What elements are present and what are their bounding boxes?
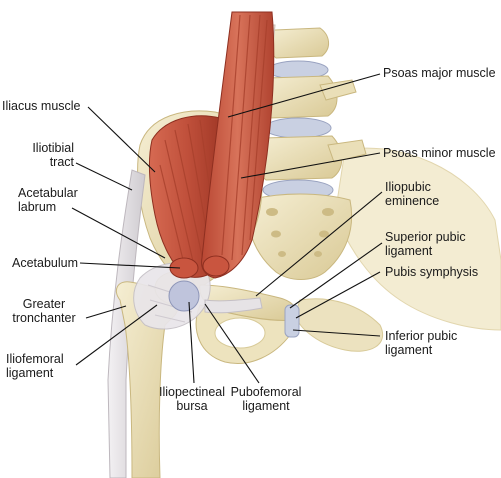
- psoas-major-muscle: [201, 11, 275, 279]
- label-pubofemoral-line2: ligament: [242, 399, 290, 413]
- label-psoas-minor-text: Psoas minor muscle: [383, 146, 496, 160]
- label-pubis-symphysis: Pubis symphysis: [385, 265, 478, 279]
- label-inferior-pubic-line2: ligament: [385, 343, 433, 357]
- label-iliotibial-tract: Iliotibial tract: [10, 141, 74, 169]
- label-iliopubic-line2: eminence: [385, 194, 440, 208]
- leader-psoas-minor: [240, 152, 381, 179]
- label-acetabular-labrum-line1: Acetabular: [18, 186, 78, 200]
- label-iliotibial-line2: tract: [49, 155, 74, 169]
- leader-acetabular-labrum: [71, 207, 166, 259]
- leader-psoas-major: [227, 73, 381, 118]
- sacrum: [247, 193, 353, 280]
- label-iliopubic-eminence: Iliopubic eminence: [385, 180, 439, 208]
- leader-inferior-pubic: [292, 329, 381, 337]
- label-acetabular-labrum-line2: labrum: [18, 200, 57, 214]
- label-iliopectineal-bursa: Iliopectineal bursa: [150, 385, 234, 413]
- label-inferior-pubic-ligament: Inferior pubic ligament: [385, 329, 457, 357]
- leader-iliotibial: [75, 162, 133, 191]
- label-iliopubic-line1: Iliopubic: [385, 180, 431, 194]
- label-pubis-symphysis-text: Pubis symphysis: [385, 265, 479, 279]
- symphysis-disc: [284, 304, 300, 338]
- label-iliacus-text: Iliacus muscle: [2, 99, 81, 113]
- label-iliacus-muscle: Iliacus muscle: [2, 99, 81, 113]
- label-psoas-major-muscle: Psoas major muscle: [383, 66, 496, 80]
- lumbar-spine: [255, 27, 367, 201]
- leader-iliofemoral: [75, 304, 158, 366]
- label-iliofemoral-line1: Iliofemoral: [6, 352, 64, 366]
- label-iliofemoral-ligament: Iliofemoral ligament: [6, 352, 64, 380]
- label-iliofemoral-line2: ligament: [6, 366, 54, 380]
- label-psoas-minor-muscle: Psoas minor muscle: [383, 146, 496, 160]
- label-pubofemoral-line1: Pubofemoral: [230, 385, 302, 399]
- leader-iliopectineal: [188, 301, 195, 384]
- label-iliopectineal-line2: bursa: [176, 399, 208, 413]
- label-superior-pubic-line2: ligament: [385, 244, 433, 258]
- leader-greater-tronchanter: [85, 305, 127, 319]
- label-iliotibial-line1: Iliotibial: [32, 141, 74, 155]
- label-acetabulum-text: Acetabulum: [12, 256, 79, 270]
- leader-acetabulum: [79, 262, 181, 269]
- label-inferior-pubic-line1: Inferior pubic: [385, 329, 458, 343]
- leader-pubis-symphysis: [295, 271, 381, 319]
- leader-iliacus: [87, 106, 156, 173]
- label-greater-tronchanter-line1: Greater: [22, 297, 66, 311]
- leader-iliopubic: [255, 191, 383, 297]
- leader-lines: [71, 73, 383, 384]
- label-greater-tronchanter: Greater tronchanter: [4, 297, 84, 325]
- label-acetabulum: Acetabulum: [12, 256, 78, 270]
- label-iliopectineal-line1: Iliopectineal: [158, 385, 225, 399]
- label-acetabular-labrum: Acetabular labrum: [18, 186, 78, 214]
- label-superior-pubic-ligament: Superior pubic ligament: [385, 230, 466, 258]
- label-psoas-major-text: Psoas major muscle: [383, 66, 496, 80]
- right-pelvis: [294, 147, 501, 352]
- label-greater-tronchanter-line2: tronchanter: [12, 311, 76, 325]
- iliopectineal-bursa: [168, 280, 200, 312]
- label-pubofemoral-ligament: Pubofemoral ligament: [228, 385, 304, 413]
- leader-pubofemoral: [204, 303, 260, 384]
- label-superior-pubic-line1: Superior pubic: [385, 230, 466, 244]
- leader-superior-pubic: [289, 242, 383, 309]
